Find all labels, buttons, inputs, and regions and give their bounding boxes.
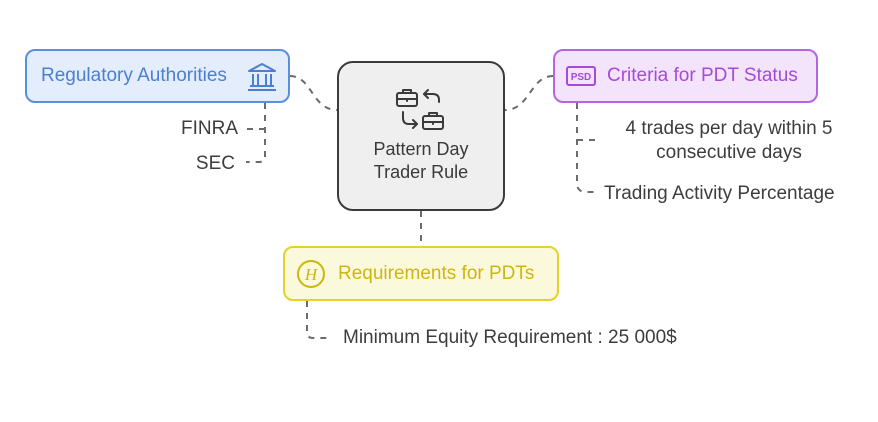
center-node: Pattern Day Trader Rule	[337, 61, 505, 211]
connector-requirements-branch	[306, 301, 327, 339]
h-circle-icon: H	[297, 259, 325, 288]
connector-criteria-center	[504, 75, 554, 111]
leaf-trades-per-day: 4 trades per day within 5 consecutive da…	[625, 118, 833, 163]
requirements-pdts-label: Requirements for PDTs	[338, 262, 535, 284]
briefcase-exchange-icon	[396, 89, 444, 130]
regulatory-authorities-label: Regulatory Authorities	[41, 65, 227, 86]
criteria-pdt-status-node: PSD Criteria for PDT Status	[553, 49, 818, 103]
requirements-pdts-node: H Requirements for PDTs	[283, 246, 559, 301]
leaf-finra: FINRA	[181, 118, 238, 139]
regulatory-authorities-node: Regulatory Authorities	[25, 49, 290, 103]
svg-text:H: H	[304, 265, 319, 284]
svg-text:PSD: PSD	[571, 72, 592, 83]
center-title: Pattern Day Trader Rule	[373, 139, 469, 182]
connector-regulatory-branch	[246, 103, 266, 163]
connector-criteria-branch	[576, 103, 598, 193]
leaf-minimum-equity: Minimum Equity Requirement : 25 000$	[343, 327, 677, 348]
psd-file-icon: PSD	[566, 66, 596, 86]
leaf-trading-activity: Trading Activity Percentage	[604, 183, 835, 204]
bank-building-icon	[248, 63, 276, 91]
criteria-pdt-status-label: Criteria for PDT Status	[607, 65, 798, 86]
connector-regulatory-center	[289, 75, 338, 111]
leaf-sec: SEC	[195, 153, 235, 174]
